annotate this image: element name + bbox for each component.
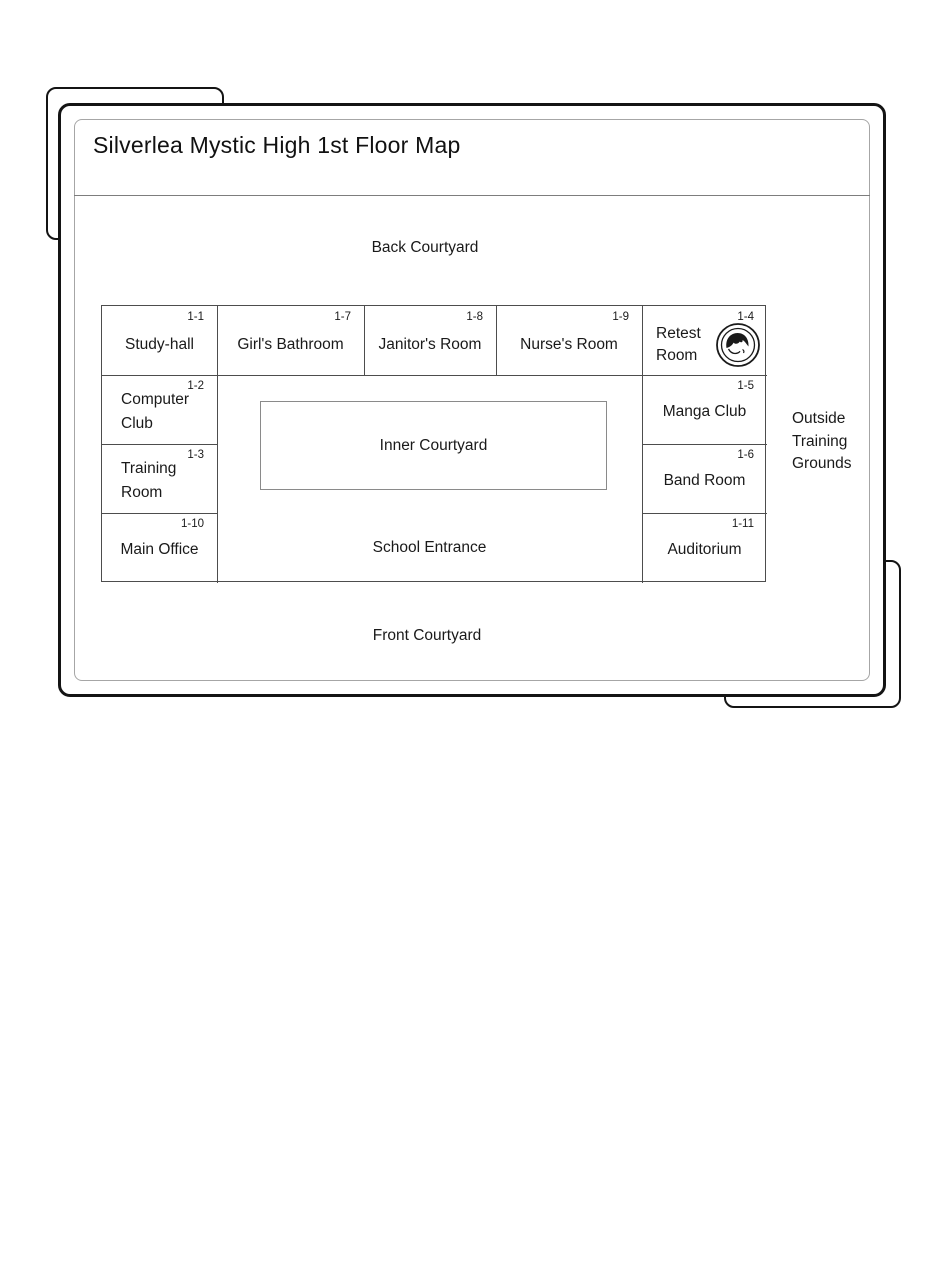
room-number: 1-7 <box>334 311 351 323</box>
room-number: 1-9 <box>612 311 629 323</box>
room-name: Manga Club <box>662 403 747 420</box>
room-band-room: 1-6 Band Room <box>642 444 767 513</box>
room-number: 1-5 <box>737 380 754 392</box>
room-study-hall: 1-1 Study-hall <box>102 306 217 375</box>
area-front-courtyard: Front Courtyard <box>372 627 482 644</box>
room-name: Auditorium <box>667 541 742 558</box>
grid-line <box>102 375 767 376</box>
room-name: Training Room <box>121 460 177 501</box>
room-name: Janitor's Room <box>378 336 482 353</box>
room-number: 1-11 <box>731 518 754 530</box>
grid-line <box>102 513 217 514</box>
room-auditorium: 1-11 Auditorium <box>642 513 767 583</box>
room-retest-room: 1-4 Retest Room <box>642 306 767 375</box>
room-number: 1-8 <box>466 311 483 323</box>
room-number: 1-10 <box>180 518 204 530</box>
area-outside-training-grounds: Outside Training Grounds <box>792 410 852 472</box>
room-name: Retest Room <box>656 325 701 364</box>
room-name: Computer Club <box>121 391 190 432</box>
room-main-office: 1-10 Main Office <box>102 513 217 583</box>
title-divider <box>74 195 870 196</box>
room-name: Girl's Bathroom <box>237 336 344 353</box>
grid-line <box>364 306 365 375</box>
room-number: 1-4 <box>737 311 754 323</box>
area-label: School Entrance <box>372 539 487 556</box>
map-card: Silverlea Mystic High 1st Floor Map Back… <box>58 103 886 697</box>
area-label: Inner Courtyard <box>379 436 488 454</box>
grid-line <box>102 444 217 445</box>
room-number: 1-3 <box>187 449 204 461</box>
grid-line <box>496 306 497 375</box>
room-name: Band Room <box>663 472 746 489</box>
room-manga-club: 1-5 Manga Club <box>642 375 767 444</box>
grid-line <box>217 306 218 583</box>
scribbled-face-badge-icon <box>716 323 760 367</box>
area-back-courtyard: Back Courtyard <box>371 239 479 256</box>
room-janitors-room: 1-8 Janitor's Room <box>364 306 496 375</box>
area-inner-courtyard: Inner Courtyard <box>260 401 607 490</box>
room-number: 1-1 <box>187 311 204 323</box>
grid-line <box>642 513 767 514</box>
room-computer-club: 1-2 Computer Club <box>102 375 217 444</box>
room-girls-bathroom: 1-7 Girl's Bathroom <box>217 306 364 375</box>
room-number: 1-2 <box>187 380 204 392</box>
room-name: Nurse's Room <box>520 336 618 353</box>
page-title: Silverlea Mystic High 1st Floor Map <box>93 132 461 158</box>
grid-line <box>642 444 767 445</box>
floor-plan-block: 1-1 Study-hall 1-7 Girl's Bathroom 1-8 J… <box>101 305 767 583</box>
room-name: Main Office <box>120 541 199 558</box>
room-nurses-room: 1-9 Nurse's Room <box>496 306 642 375</box>
area-school-entrance: School Entrance <box>217 513 642 583</box>
room-training-room: 1-3 Training Room <box>102 444 217 513</box>
room-number: 1-6 <box>737 449 754 461</box>
room-name: Study-hall <box>125 336 194 353</box>
